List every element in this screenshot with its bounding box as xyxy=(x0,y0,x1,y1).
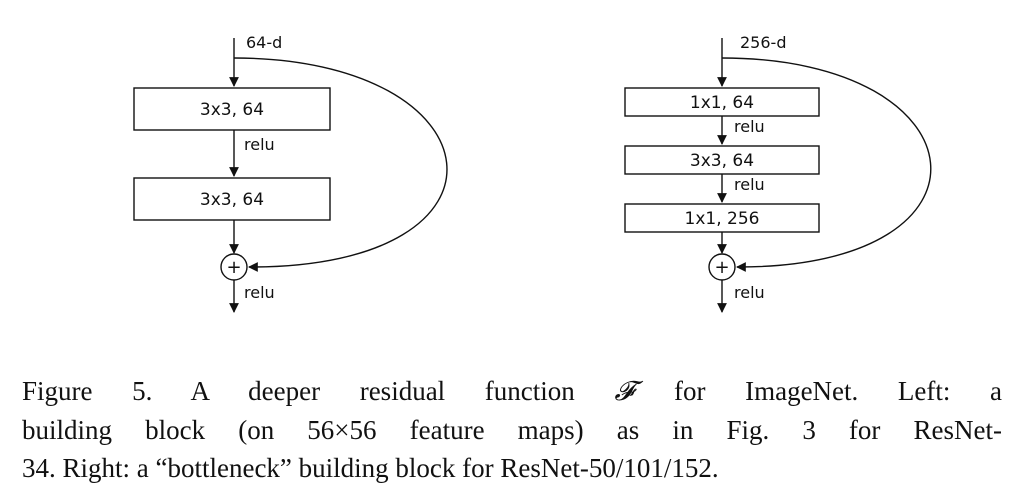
right-addition-symbol: + xyxy=(714,257,729,278)
left-inner-relu-label: relu xyxy=(244,135,275,154)
caption-line-1-start: Figure 5. A deeper residual function xyxy=(22,376,615,406)
basic-building-block: 64-d 3x3, 64 relu 3x3, 64 + relu xyxy=(133,33,448,313)
right-output-relu-label: relu xyxy=(734,283,765,302)
right-layer-box-3 xyxy=(624,203,820,233)
right-input-dimension-label: 256-d xyxy=(740,33,786,52)
caption-line-1: Figure 5. A deeper residual function 𝓕 f… xyxy=(22,372,1002,411)
left-identity-shortcut xyxy=(233,57,448,272)
left-addition-symbol: + xyxy=(226,257,241,278)
right-layer-label-2: 3x3, 64 xyxy=(690,151,754,171)
left-input-dimension-label: 64-d xyxy=(246,33,282,52)
right-inner-relu-label-2: relu xyxy=(734,175,765,194)
left-layer-label-1: 3x3, 64 xyxy=(200,100,264,120)
left-layer-label-2: 3x3, 64 xyxy=(200,190,264,210)
figure-caption: Figure 5. A deeper residual function 𝓕 f… xyxy=(22,372,1002,487)
left-output-relu-label: relu xyxy=(244,283,275,302)
caption-line-2: building block (on 56×56 feature maps) a… xyxy=(22,415,1002,445)
resnet-blocks-diagram: 64-d 3x3, 64 relu 3x3, 64 + relu 256-d 1… xyxy=(133,33,932,313)
right-layer-label-1: 1x1, 64 xyxy=(690,93,754,113)
right-layer-box-2 xyxy=(624,145,820,175)
bottleneck-building-block: 256-d 1x1, 64 relu 3x3, 64 relu 1x1, 256… xyxy=(624,33,932,313)
left-layer-box-2 xyxy=(133,177,331,221)
right-inner-relu-label-1: relu xyxy=(734,117,765,136)
right-identity-shortcut xyxy=(721,57,932,272)
caption-line-3: 34. Right: a “bottleneck” building block… xyxy=(22,453,719,483)
caption-line-1-end: for ImageNet. Left: a xyxy=(634,376,1002,406)
residual-function-symbol: 𝓕 xyxy=(614,376,635,407)
left-layer-box-1 xyxy=(133,87,331,131)
right-layer-label-3: 1x1, 256 xyxy=(685,209,760,229)
